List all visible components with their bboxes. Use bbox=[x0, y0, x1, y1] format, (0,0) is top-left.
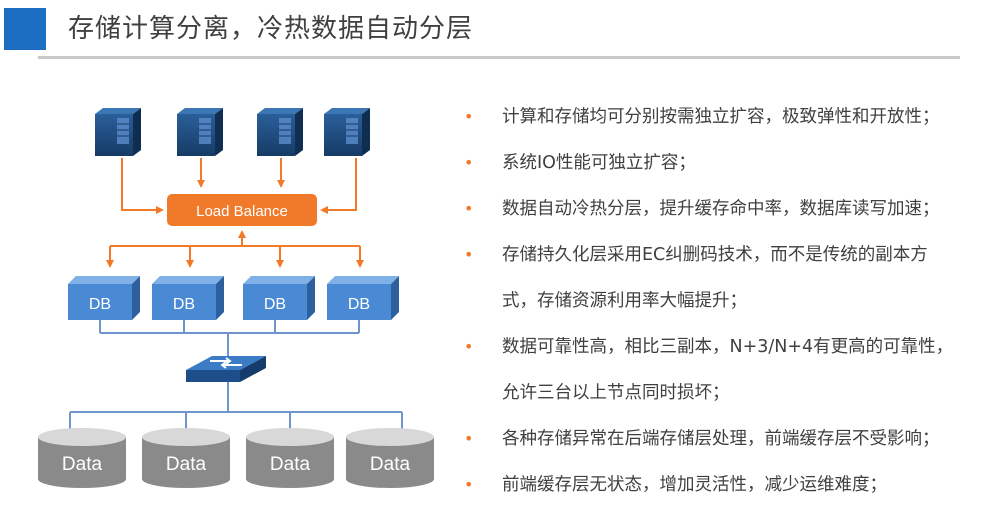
db-label: DB bbox=[348, 296, 370, 313]
bullet-dot-icon: • bbox=[464, 429, 474, 448]
server-icon bbox=[95, 108, 141, 156]
bullet-text-continued: 式，存储资源利用率大幅提升； bbox=[502, 291, 747, 311]
bullet-text: 计算和存储均可分别按需独立扩容，极致弹性和开放性； bbox=[502, 107, 940, 127]
title-divider bbox=[38, 56, 960, 59]
db-node: DB bbox=[243, 276, 315, 320]
data-disk-icon: Data bbox=[38, 428, 126, 488]
bullet-text: 存储持久化层采用EC纠删码技术，而不是传统的副本方 bbox=[502, 245, 928, 265]
switch-to-data-lines bbox=[69, 382, 403, 434]
load-balancer-label: Load Balance bbox=[196, 203, 288, 220]
bullet-item: • 前端缓存层无状态，增加灵活性，减少运维难度； bbox=[460, 462, 990, 508]
network-switch-icon bbox=[186, 356, 266, 382]
bullet-text: 数据自动冷热分层，提升缓存命中率，数据库读写加速； bbox=[502, 199, 940, 219]
server-icon bbox=[257, 108, 303, 156]
feature-bullet-list: • 计算和存储均可分别按需独立扩容，极致弹性和开放性； • 系统IO性能可独立扩容；… bbox=[460, 94, 990, 508]
bullet-dot-icon: • bbox=[464, 199, 474, 218]
bullet-text: 系统IO性能可独立扩容； bbox=[502, 153, 696, 173]
db-node: DB bbox=[152, 276, 224, 320]
data-label: Data bbox=[166, 454, 207, 475]
data-disk-icon: Data bbox=[142, 428, 230, 488]
db-node: DB bbox=[68, 276, 140, 320]
db-node: DB bbox=[327, 276, 399, 320]
data-disk-icon: Data bbox=[246, 428, 334, 488]
bullet-dot-icon: • bbox=[464, 153, 474, 172]
bullet-text: 前端缓存层无状态，增加灵活性，减少运维难度； bbox=[502, 475, 887, 495]
bullet-item: • 存储持久化层采用EC纠删码技术，而不是传统的副本方式，存储资源利用率大幅提升； bbox=[460, 232, 990, 324]
page-title: 存储计算分离，冷热数据自动分层 bbox=[68, 14, 474, 44]
bullet-dot-icon: • bbox=[464, 245, 474, 264]
bullet-text: 数据可靠性高，相比三副本，N+3/N+4有更高的可靠性， bbox=[502, 337, 954, 357]
title-accent-block bbox=[4, 8, 46, 50]
load-balancer-box bbox=[167, 194, 317, 226]
bullet-dot-icon: • bbox=[464, 107, 474, 126]
data-label: Data bbox=[270, 454, 311, 475]
server-icon bbox=[324, 108, 370, 156]
data-disk-icon: Data bbox=[346, 428, 434, 488]
db-label: DB bbox=[173, 296, 195, 313]
bullet-text: 各种存储异常在后端存储层处理，前端缓存层不受影响； bbox=[502, 429, 940, 449]
bullet-dot-icon: • bbox=[464, 475, 474, 494]
bullet-item: • 各种存储异常在后端存储层处理，前端缓存层不受影响； bbox=[460, 416, 990, 462]
data-label: Data bbox=[62, 454, 103, 475]
db-label: DB bbox=[89, 296, 111, 313]
bullet-item: • 计算和存储均可分别按需独立扩容，极致弹性和开放性； bbox=[460, 94, 990, 140]
bullet-dot-icon: • bbox=[464, 337, 474, 356]
server-icon bbox=[177, 108, 223, 156]
data-label: Data bbox=[370, 454, 411, 475]
bullet-item: • 系统IO性能可独立扩容； bbox=[460, 140, 990, 186]
bullet-item: • 数据自动冷热分层，提升缓存命中率，数据库读写加速； bbox=[460, 186, 990, 232]
bullet-item: • 数据可靠性高，相比三副本，N+3/N+4有更高的可靠性， 允许三台以上节点同时损… bbox=[460, 324, 990, 416]
bullet-text-continued: 允许三台以上节点同时损坏； bbox=[502, 383, 730, 403]
db-label: DB bbox=[264, 296, 286, 313]
server-to-lb-arrows bbox=[121, 158, 357, 214]
architecture-diagram: Load Balance DB DB DB DB bbox=[38, 108, 434, 488]
db-to-switch-lines bbox=[99, 320, 360, 356]
db-to-lb-arrows bbox=[106, 230, 364, 268]
